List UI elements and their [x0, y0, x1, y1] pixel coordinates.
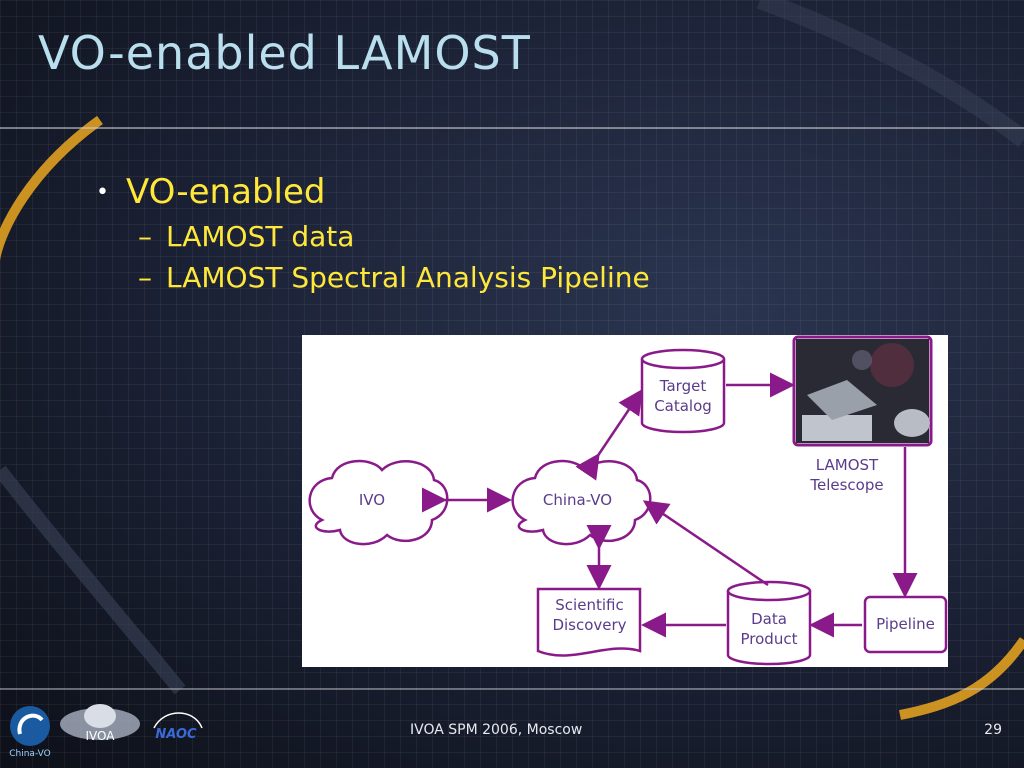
- svg-text:NAOC: NAOC: [155, 727, 197, 742]
- label-line: Scientific: [555, 596, 624, 614]
- dash-icon: –: [138, 220, 152, 253]
- arrow-product-to-china-vo: [642, 500, 769, 587]
- ivo-label: IVO: [358, 491, 386, 509]
- sub-bullet-item: –LAMOST Spectral Analysis Pipeline: [138, 261, 650, 294]
- pipeline-label: Pipeline: [876, 615, 935, 633]
- china-vo-logo: China-VO: [9, 706, 51, 759]
- footer-logos: China-VO IVOA NAOC: [9, 704, 203, 759]
- diagram-shapes: [308, 335, 948, 666]
- label-line: LAMOST: [815, 456, 879, 474]
- page-number: 29: [984, 722, 1002, 738]
- bullet-dot-icon: •: [96, 179, 109, 205]
- bullet-text: VO-enabled: [126, 172, 326, 212]
- label-line: Telescope: [810, 476, 884, 494]
- telescope-label: LAMOST Telescope: [797, 455, 897, 495]
- workflow-diagram: Target Catalog IVO China-VO LAMOST Teles…: [302, 335, 948, 667]
- label-line: Catalog: [654, 397, 712, 415]
- china-vo-label: China-VO: [542, 491, 613, 509]
- dash-icon: –: [138, 261, 152, 294]
- ivoa-logo: IVOA: [60, 704, 140, 743]
- target-catalog-label: Target Catalog: [643, 376, 723, 416]
- data-product-label: Data Product: [729, 609, 809, 649]
- scientific-discovery-label: Scientific Discovery: [542, 595, 637, 635]
- sub-bullet-text: LAMOST Spectral Analysis Pipeline: [166, 261, 650, 294]
- svg-text:China-VO: China-VO: [9, 749, 51, 759]
- bullet-list: • VO-enabled –LAMOST data –LAMOST Spectr…: [96, 172, 650, 302]
- naoc-logo: NAOC: [153, 712, 203, 742]
- slide-title: VO-enabled LAMOST: [38, 26, 531, 80]
- label-line: Data: [751, 610, 787, 628]
- label-line: Product: [740, 630, 798, 648]
- label-line: Target: [659, 377, 707, 395]
- data-product-cylinder: [726, 580, 812, 666]
- footer-divider: [0, 688, 1024, 690]
- footer-event: IVOA SPM 2006, Moscow: [410, 722, 583, 738]
- telescope-photo: [796, 339, 930, 443]
- sub-bullet-item: –LAMOST data: [138, 220, 650, 253]
- scientific-discovery-document: [536, 587, 642, 657]
- bullet-item: • VO-enabled: [96, 172, 650, 212]
- title-divider: [0, 127, 1024, 129]
- svg-text:IVOA: IVOA: [86, 729, 116, 743]
- sub-bullet-text: LAMOST data: [166, 220, 355, 253]
- target-catalog-cylinder: [640, 348, 726, 434]
- china-vo-cloud: [511, 459, 652, 546]
- label-line: Discovery: [552, 616, 627, 634]
- arrow-china-vo-catalog: [575, 388, 643, 481]
